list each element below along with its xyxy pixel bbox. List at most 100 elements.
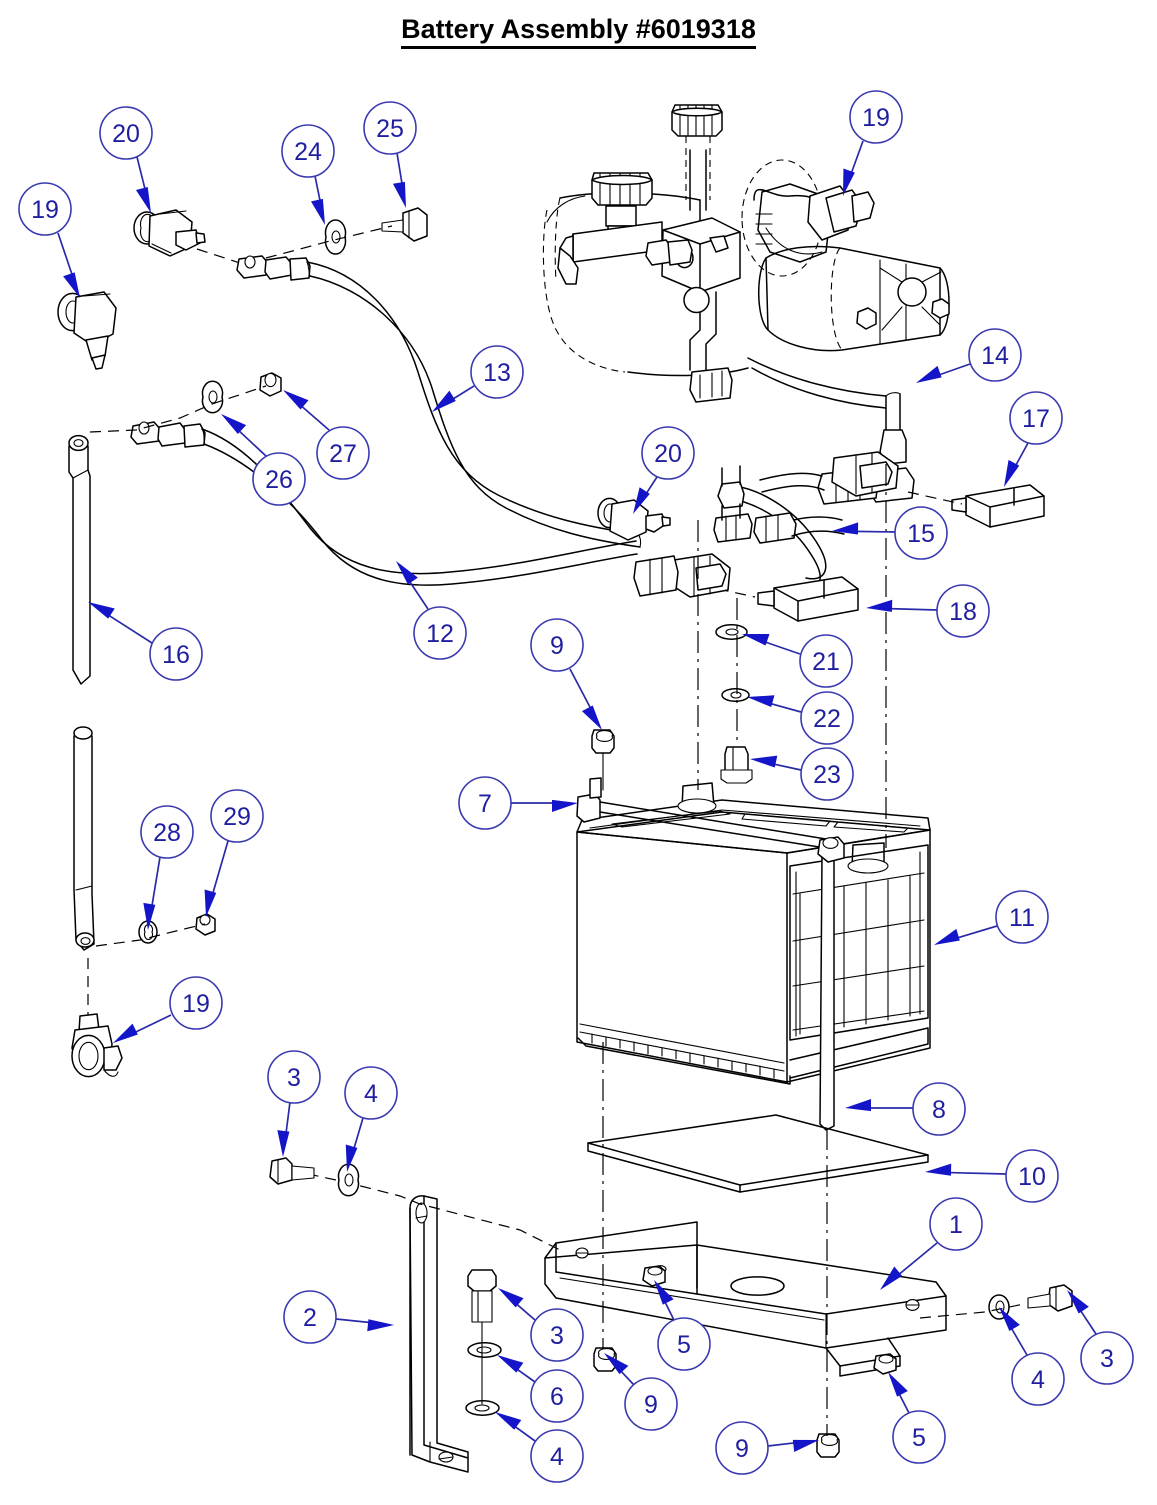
- callout-20[interactable]: 20: [633, 426, 695, 514]
- callout-bubble[interactable]: [252, 452, 306, 506]
- callout-28[interactable]: 28: [140, 805, 194, 930]
- callout-15[interactable]: 15: [832, 506, 948, 560]
- callout-5[interactable]: 5: [888, 1372, 946, 1464]
- callout-bubble[interactable]: [316, 426, 370, 480]
- callout-29[interactable]: 29: [204, 789, 264, 917]
- callout-3[interactable]: 3: [267, 1050, 321, 1157]
- leader-line: [513, 1424, 536, 1442]
- callout-2[interactable]: 2: [283, 1290, 394, 1344]
- callout-4[interactable]: 4: [344, 1066, 398, 1172]
- callout-9[interactable]: 9: [530, 618, 602, 730]
- callout-9[interactable]: 9: [715, 1421, 819, 1475]
- leader-arrowhead: [367, 1319, 394, 1332]
- callout-4[interactable]: 4: [999, 1307, 1065, 1406]
- callout-bubble[interactable]: [458, 776, 512, 830]
- callout-3[interactable]: 3: [1067, 1290, 1134, 1385]
- leader-line: [897, 1242, 938, 1277]
- callout-24[interactable]: 24: [281, 124, 335, 225]
- callout-20[interactable]: 20: [99, 106, 153, 213]
- leader-line: [763, 640, 801, 655]
- callout-bubble[interactable]: [849, 90, 903, 144]
- leader-line: [644, 476, 658, 496]
- callout-27[interactable]: 27: [283, 390, 370, 480]
- callout-bubble[interactable]: [281, 124, 335, 178]
- callout-number: 27: [329, 440, 357, 468]
- callout-bubble[interactable]: [657, 1317, 711, 1371]
- callout-number: 11: [1009, 904, 1035, 932]
- callout-4[interactable]: 4: [495, 1412, 584, 1483]
- callout-21[interactable]: 21: [742, 633, 853, 688]
- callout-bubble[interactable]: [1011, 1352, 1065, 1406]
- callout-17[interactable]: 17: [1004, 391, 1063, 487]
- callout-14[interactable]: 14: [916, 328, 1022, 383]
- callout-9[interactable]: 9: [604, 1353, 678, 1431]
- callout-bubble[interactable]: [1005, 1149, 1059, 1203]
- callout-bubble[interactable]: [530, 1308, 584, 1362]
- leader-line: [854, 530, 896, 533]
- leader-arrowhead: [999, 1307, 1020, 1332]
- callout-bubble[interactable]: [624, 1377, 678, 1431]
- callout-13[interactable]: 13: [432, 345, 524, 412]
- callout-8[interactable]: 8: [845, 1082, 966, 1136]
- callout-23[interactable]: 23: [750, 747, 854, 801]
- callout-bubble[interactable]: [968, 328, 1022, 382]
- callout-11[interactable]: 11: [934, 890, 1049, 945]
- callout-bubble[interactable]: [169, 976, 223, 1030]
- callout-bubble[interactable]: [530, 1429, 584, 1483]
- callout-bubble[interactable]: [140, 805, 194, 859]
- callout-1[interactable]: 1: [880, 1197, 983, 1290]
- leader-arrowhead: [866, 599, 893, 612]
- callout-3[interactable]: 3: [498, 1288, 584, 1362]
- callout-bubble[interactable]: [267, 1050, 321, 1104]
- callout-22[interactable]: 22: [747, 691, 854, 745]
- callout-bubble[interactable]: [1080, 1331, 1134, 1385]
- part-21-washer: [715, 624, 748, 640]
- callout-bubble[interactable]: [530, 618, 584, 672]
- leader-arrowhead: [310, 198, 325, 225]
- callout-bubble[interactable]: [929, 1197, 983, 1251]
- callout-26[interactable]: 26: [221, 414, 306, 506]
- callout-bubble[interactable]: [149, 627, 203, 681]
- callout-10[interactable]: 10: [925, 1149, 1059, 1203]
- callout-bubble[interactable]: [892, 1410, 946, 1464]
- leader-arrowhead: [432, 390, 456, 412]
- callout-bubble[interactable]: [99, 106, 153, 160]
- callout-number: 15: [907, 520, 935, 548]
- connector-lower-middle: [633, 553, 731, 598]
- callout-bubble[interactable]: [530, 1369, 584, 1423]
- page-title: Battery Assembly #6019318: [0, 14, 1157, 49]
- callout-bubble[interactable]: [470, 345, 524, 399]
- callout-bubble[interactable]: [1009, 391, 1063, 445]
- callout-bubble[interactable]: [995, 890, 1049, 944]
- callout-19[interactable]: 19: [843, 90, 903, 196]
- callout-bubble[interactable]: [894, 506, 948, 560]
- callout-16[interactable]: 16: [88, 602, 203, 681]
- callout-19[interactable]: 19: [113, 976, 223, 1043]
- callout-bubble[interactable]: [283, 1290, 337, 1344]
- part-19-valve-lower-left: [71, 1013, 123, 1078]
- callout-bubble[interactable]: [800, 747, 854, 801]
- callout-5[interactable]: 5: [654, 1280, 711, 1371]
- callout-bubble[interactable]: [18, 182, 72, 236]
- callout-19[interactable]: 19: [18, 182, 80, 298]
- callout-25[interactable]: 25: [363, 101, 417, 208]
- callout-bubble[interactable]: [363, 101, 417, 155]
- leader-line: [1009, 1326, 1028, 1356]
- callout-bubble[interactable]: [799, 634, 853, 688]
- callout-bubble[interactable]: [210, 789, 264, 843]
- callout-bubble[interactable]: [715, 1421, 769, 1475]
- callout-18[interactable]: 18: [866, 584, 990, 638]
- callout-number: 22: [813, 705, 841, 733]
- callout-bubble[interactable]: [641, 426, 695, 480]
- callout-bubble[interactable]: [413, 606, 467, 660]
- callout-7[interactable]: 7: [458, 776, 578, 830]
- callout-bubble[interactable]: [344, 1066, 398, 1120]
- callout-12[interactable]: 12: [396, 561, 467, 660]
- callout-bubble[interactable]: [936, 584, 990, 638]
- callout-6[interactable]: 6: [497, 1355, 584, 1423]
- callout-number: 4: [364, 1080, 378, 1108]
- callout-bubble[interactable]: [912, 1082, 966, 1136]
- callout-number: 29: [223, 803, 251, 831]
- callout-number: 1: [949, 1211, 963, 1239]
- callout-bubble[interactable]: [800, 691, 854, 745]
